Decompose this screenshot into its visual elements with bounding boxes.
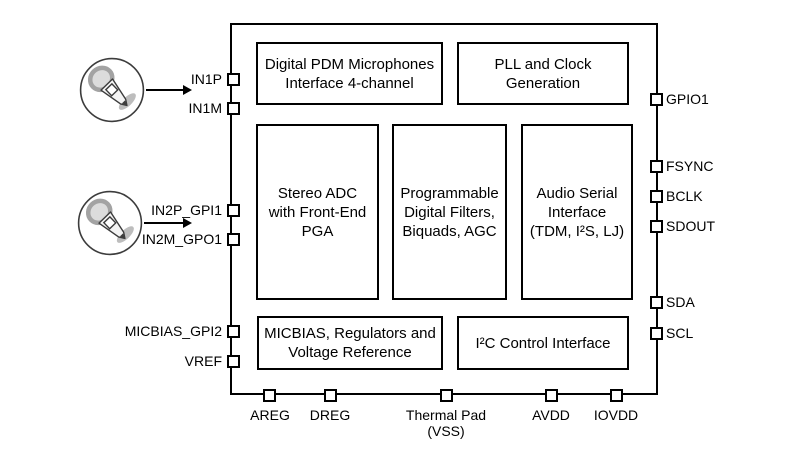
block-label: Voltage Reference [288, 344, 412, 361]
block-label: Digital PDM Microphones [264, 55, 435, 73]
pin-vref [227, 355, 240, 368]
mic1-arrow-head [183, 85, 192, 95]
block-label: MICBIAS, Regulators and [264, 325, 436, 342]
block-digital-pdm-interface: Digital PDM Microphones Interface 4-chan… [256, 42, 443, 105]
block-label: I²C Control Interface [475, 334, 611, 352]
pin-label-in1m: IN1M [188, 100, 222, 116]
block-programmable-digital-filters: Programmable Digital Filters, Biquads, A… [392, 124, 507, 300]
pin-label-vref: VREF [184, 353, 222, 369]
pin-in1p [227, 73, 240, 86]
mic2-arrow-head [183, 218, 192, 228]
pin-fsync [650, 160, 663, 173]
pin-label-iovdd: IOVDD [593, 407, 639, 423]
pin-in2m-gpo1 [227, 233, 240, 246]
pin-label-in1p: IN1P [190, 71, 222, 87]
block-label: Interface [547, 203, 607, 221]
block-label: with Front-End [268, 203, 367, 221]
block-label: Generation [505, 74, 581, 92]
block-label: Biquads, AGC [402, 222, 497, 240]
block-stereo-adc: Stereo ADC with Front-End PGA [256, 124, 379, 300]
pin-label-thermal-pad-vss: Thermal Pad (VSS) [405, 407, 487, 439]
pin-label-scl: SCL [666, 325, 694, 341]
pin-sda [650, 296, 663, 309]
block-i2c-control-interface: I²C Control Interface [457, 316, 629, 370]
pin-areg [263, 389, 276, 402]
block-label: Programmable [400, 184, 499, 202]
pin-label-in2p-gpi1: IN2P_GPI1 [151, 202, 222, 218]
pin-gpio1 [650, 93, 663, 106]
pin-label-bclk: BCLK [666, 188, 703, 204]
pin-label-avdd: AVDD [532, 407, 570, 423]
pin-sdout [650, 220, 663, 233]
pin-dreg [324, 389, 337, 402]
pin-in2p-gpi1 [227, 204, 240, 217]
mic1-arrow-line [146, 89, 183, 91]
pin-thermal-pad-vss [440, 389, 453, 402]
block-micbias-regulators: MICBIAS, Regulators and Voltage Referenc… [257, 316, 443, 370]
block-label: (TDM, I²S, LJ) [529, 222, 625, 240]
microphone-icon [79, 57, 145, 123]
pin-label-sdout: SDOUT [666, 218, 715, 234]
block-label: PGA [301, 222, 334, 240]
pin-label-in2m-gpo1: IN2M_GPO1 [141, 231, 222, 247]
pin-avdd [545, 389, 558, 402]
block-label: Audio Serial [536, 184, 618, 202]
pin-micbias-gpi2 [227, 325, 240, 338]
pin-label-sda: SDA [666, 294, 695, 310]
pin-label-fsync: FSYNC [666, 158, 714, 174]
pin-in1m [227, 102, 240, 115]
mic2-arrow-line [144, 222, 183, 224]
block-label: Digital Filters, [404, 203, 495, 221]
pin-label-dreg: DREG [309, 407, 351, 423]
block-label: Interface 4-channel [285, 74, 414, 92]
block-pll-clock-generation: PLL and Clock Generation [457, 42, 629, 105]
pin-label-areg: AREG [250, 407, 290, 423]
pin-iovdd [610, 389, 623, 402]
microphone-icon [77, 190, 143, 256]
block-audio-serial-interface: Audio Serial Interface (TDM, I²S, LJ) [521, 124, 633, 300]
block-label: Stereo ADC [277, 184, 358, 202]
block-label: PLL and Clock [494, 55, 592, 73]
pin-label-gpio1: GPIO1 [666, 91, 709, 107]
pin-label-micbias-gpi2: MICBIAS_GPI2 [124, 323, 222, 339]
pin-bclk [650, 190, 663, 203]
pin-scl [650, 327, 663, 340]
